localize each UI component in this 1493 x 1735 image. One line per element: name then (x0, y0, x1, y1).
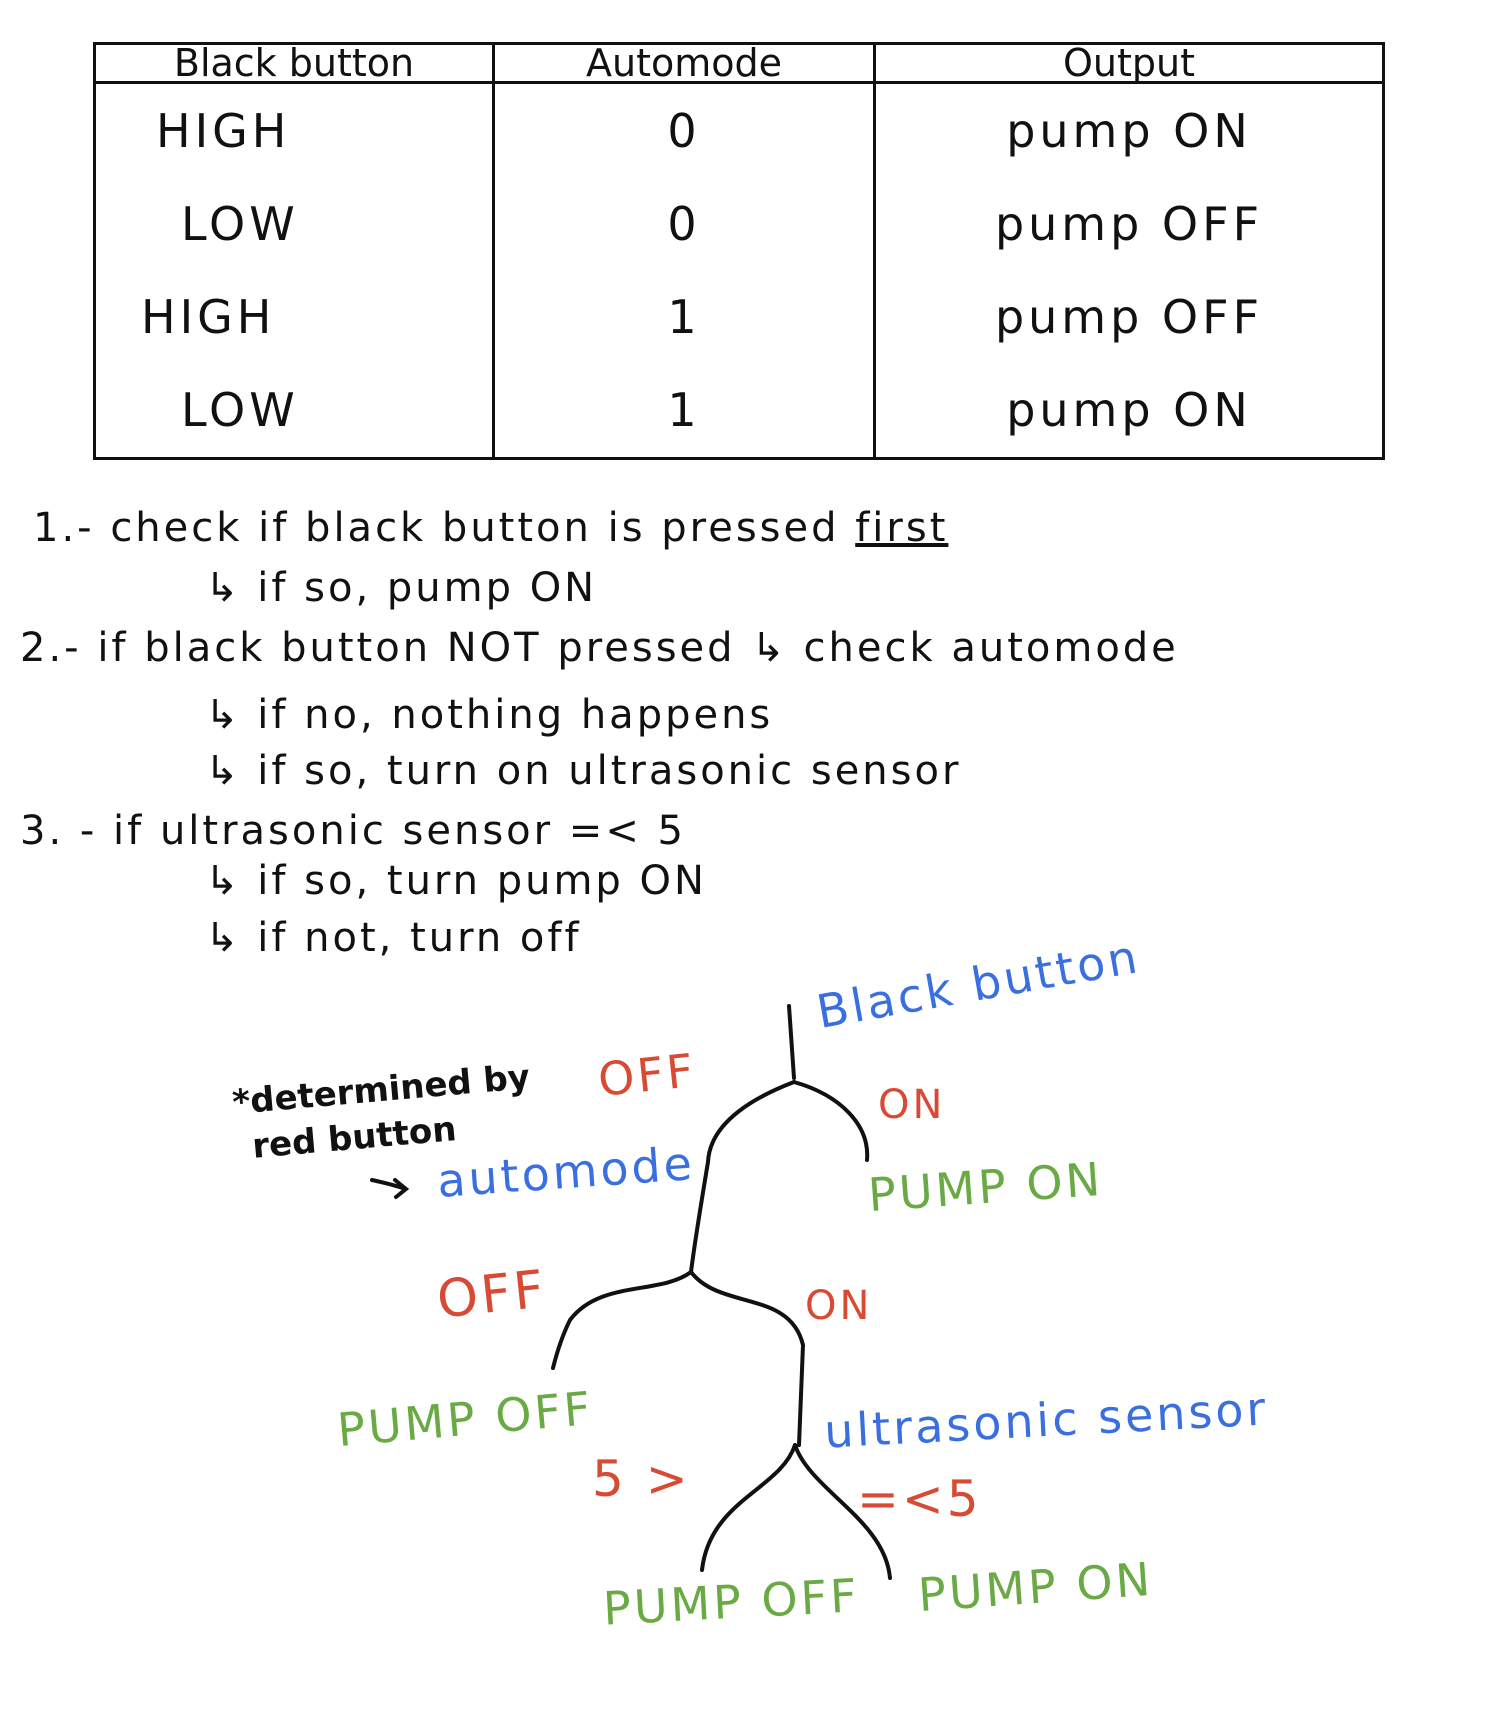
tree-label-off: OFF (595, 1043, 699, 1107)
tree-label-less-equal-5: =<5 (857, 1470, 982, 1528)
header-black-button: Black button (94, 43, 495, 84)
cell: 0 (493, 177, 876, 271)
cell: pump ON (1006, 103, 1252, 158)
cell: pump OFF (994, 196, 1264, 251)
table-header-row: Black button Automode Output (94, 43, 1384, 84)
cell: 1 (493, 363, 876, 459)
tree-label-auto-on: ON (805, 1283, 873, 1329)
note-step-2: 2.- if black button NOT pressed ↳ check … (20, 625, 1179, 671)
tree-root-branch-on (792, 1080, 870, 1162)
note-step-2-sub-2: ↳ if so, turn on ultrasonic sensor (205, 748, 962, 794)
tree-label-auto-off: OFF (434, 1259, 550, 1331)
tree-root-trunk (787, 1004, 796, 1080)
note-step-1-emphasis: first (855, 505, 949, 551)
note-step-1-sub: ↳ if so, pump ON (205, 565, 598, 611)
note-step-3-sub-2: ↳ if not, turn off (205, 915, 582, 961)
cell: pump ON (1006, 383, 1252, 438)
cell: pump OFF (994, 290, 1264, 345)
tree-sensor-branch-le (793, 1443, 892, 1580)
tree-label-on: ON (878, 1082, 946, 1128)
tree-automode-branch-off (551, 1270, 693, 1370)
header-automode: Automode (493, 43, 876, 84)
tree-root-branch-off (706, 1080, 796, 1164)
note-step-3: 3. - if ultrasonic sensor =< 5 (20, 808, 686, 854)
note-step-3-sub-1: ↳ if so, turn pump ON (205, 858, 707, 904)
arrow-icon (370, 1178, 410, 1199)
header-output: Output (874, 43, 1384, 84)
note-step-1-text: 1.- check if black button is pressed (33, 505, 840, 551)
cell: LOW (94, 177, 495, 271)
note-step-2-sub-1: ↳ if no, nothing happens (205, 692, 774, 738)
cell: HIGH (94, 82, 495, 178)
tree-automode-branch-on (689, 1270, 806, 1447)
cell: 1 (493, 270, 876, 364)
tree-sensor-branch-gt (700, 1443, 797, 1572)
cell: HIGH (94, 270, 495, 364)
note-step-1: 1.- check if black button is pressed fir… (33, 505, 948, 551)
cell: 0 (493, 82, 876, 178)
tree-automode-trunk (689, 1160, 710, 1274)
cell: LOW (94, 363, 495, 459)
tree-label-greater-5: 5 > (592, 1450, 691, 1508)
